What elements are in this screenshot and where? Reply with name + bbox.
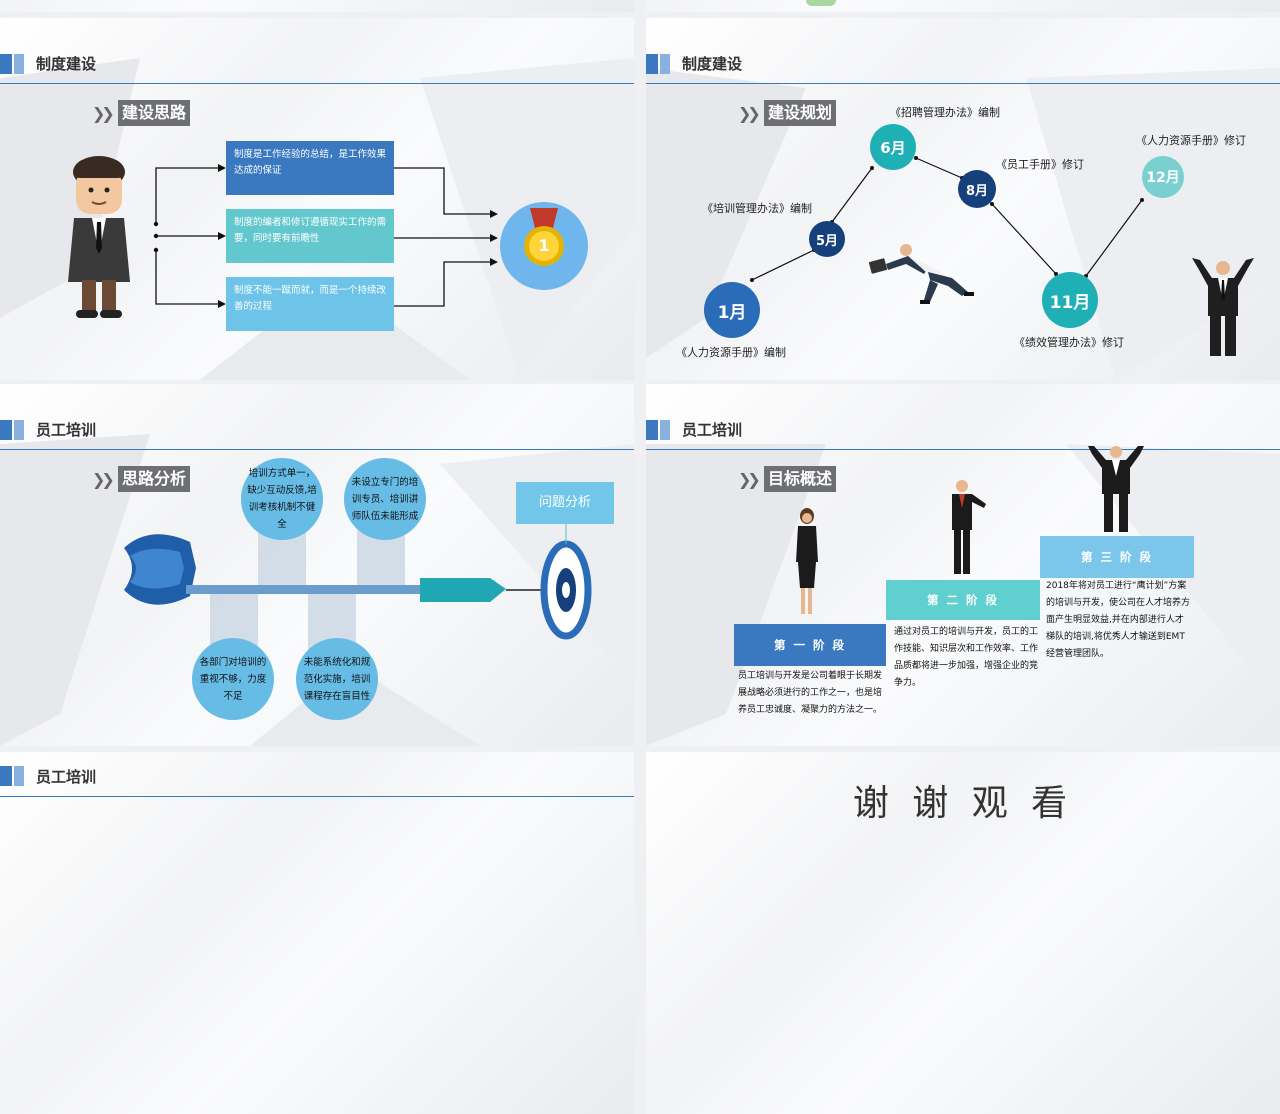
double-chevron-icon: ❯❯ (92, 104, 115, 123)
slide-thumbnail-4[interactable]: 员工培训 ❯❯ 目标概述 第 一 阶 段 第 二 阶 段 第 三 阶 段 员工培… (646, 384, 1280, 746)
subtitle-label: 目标概述 (764, 466, 837, 492)
running-businessman-illustration (868, 244, 974, 304)
slide-header: 制度建设 (646, 38, 1280, 84)
slide-partial-top-left[interactable] (0, 0, 634, 12)
businessman-pointing-illustration (952, 480, 986, 574)
milestone-nov: 11月 (1042, 272, 1098, 328)
medal-badge: 1 (500, 202, 588, 290)
slide-header: 员工培训 (0, 404, 634, 450)
milestone-jun: 6月 (870, 124, 916, 170)
stage-1-bar: 第 一 阶 段 (734, 624, 886, 666)
green-shape-fragment (806, 0, 836, 6)
milestone-jan-label: 《人力资源手册》编制 (676, 346, 786, 359)
slide-header: 员工培训 (646, 404, 1280, 450)
slide-thumbnail-5[interactable]: 员工培训 (0, 752, 634, 1114)
issue-bubble-3: 各部门对培训的重视不够，力度不足 (192, 638, 274, 720)
issue-bubble-4: 未能系统化和规范化实施，培训课程存在盲目性 (296, 638, 378, 720)
slide-thumbnail-6[interactable]: 谢 谢 观 看 (646, 752, 1280, 1114)
medal-icon (524, 208, 564, 266)
stage-3-text: 2018年将对员工进行“鹰计划”方案的培训与开发，使公司在人才培养方面产生明显效… (1046, 581, 1191, 659)
milestone-dec-label: 《人力资源手册》修订 (1136, 134, 1246, 147)
stage-3-bar: 第 三 阶 段 (1040, 536, 1194, 578)
milestone-may-label: 《培训管理办法》编制 (702, 202, 812, 215)
milestone-dec: 12月 (1142, 156, 1184, 198)
medal-number: 1 (538, 236, 550, 255)
celebrating-businessman-illustration (1192, 258, 1254, 356)
slide-title: 员工培训 (682, 421, 743, 439)
concept-box-3: 制度不能一蹴而就，而是一个持续改善的过程 (226, 277, 394, 331)
concept-box-1: 制度是工作经验的总结，是工作效果达成的保证 (226, 141, 394, 195)
slide-title: 员工培训 (36, 421, 97, 439)
businesswoman-illustration (796, 508, 818, 614)
double-chevron-icon: ❯❯ (738, 470, 761, 489)
celebrating-businessman-illustration (1088, 446, 1144, 532)
milestone-aug: 8月 (958, 170, 996, 208)
businessman-illustration (68, 156, 130, 318)
issue-bubble-2: 未设立专门的培训专员、培训讲师队伍未能形成 (344, 458, 426, 540)
subtitle-label: 建设规划 (764, 100, 837, 126)
slide-thumbnail-1[interactable]: 制度建设 ❯❯ 建设思路 (0, 18, 634, 380)
problem-analysis-label: 问题分析 (516, 482, 614, 524)
slide-partial-top-right[interactable] (646, 0, 1280, 12)
subtitle-label: 建设思路 (118, 100, 191, 126)
double-chevron-icon: ❯❯ (92, 470, 115, 489)
slide-title: 员工培训 (36, 768, 97, 786)
double-chevron-icon: ❯❯ (738, 104, 761, 123)
milestone-may: 5月 (809, 221, 845, 257)
connector-lines (153, 164, 498, 308)
stage-2-bar: 第 二 阶 段 (886, 580, 1040, 620)
pillar (357, 530, 405, 590)
subtitle-label: 思路分析 (118, 466, 191, 492)
slide-thumbnail-2[interactable]: 制度建设 ❯❯ 建设规划 1月 《人力资源手册》编制 5月 《培训管理办法》编制… (646, 18, 1280, 380)
issue-bubble-1: 培训方式单一，缺少互动反馈,培训考核机制不健全 (241, 458, 323, 540)
slide-thumbnail-3[interactable]: 员工培训 ❯❯ 思路分析 问题分析 培训方式单一，缺少互动反馈,培训考核机制不健… (0, 384, 634, 746)
stage-1-text: 员工培训与开发是公司着眼于长期发展战略必须进行的工作之一，也是培养员工忠诚度、凝… (738, 671, 883, 715)
milestone-jun-label: 《招聘管理办法》编制 (890, 106, 1000, 119)
slide-title: 制度建设 (36, 55, 97, 73)
thank-you-title: 谢 谢 观 看 (852, 783, 1074, 824)
slide-header: 制度建设 (0, 38, 634, 84)
dart-illustration (124, 520, 592, 640)
concept-box-2: 制度的编者和修订遵循现实工作的需要，同时要有前瞻性 (226, 209, 394, 263)
slide-header: 员工培训 (0, 752, 634, 797)
milestone-jan: 1月 (704, 282, 760, 338)
pillar (258, 530, 306, 590)
milestone-aug-label: 《员工手册》修订 (996, 158, 1084, 171)
slide-title: 制度建设 (682, 55, 743, 73)
milestone-nov-label: 《绩效管理办法》修订 (1014, 336, 1124, 349)
stage-2-text: 通过对员工的培训与开发，员工的工作技能、知识层次和工作效率、工作品质都将进一步加… (894, 627, 1039, 688)
